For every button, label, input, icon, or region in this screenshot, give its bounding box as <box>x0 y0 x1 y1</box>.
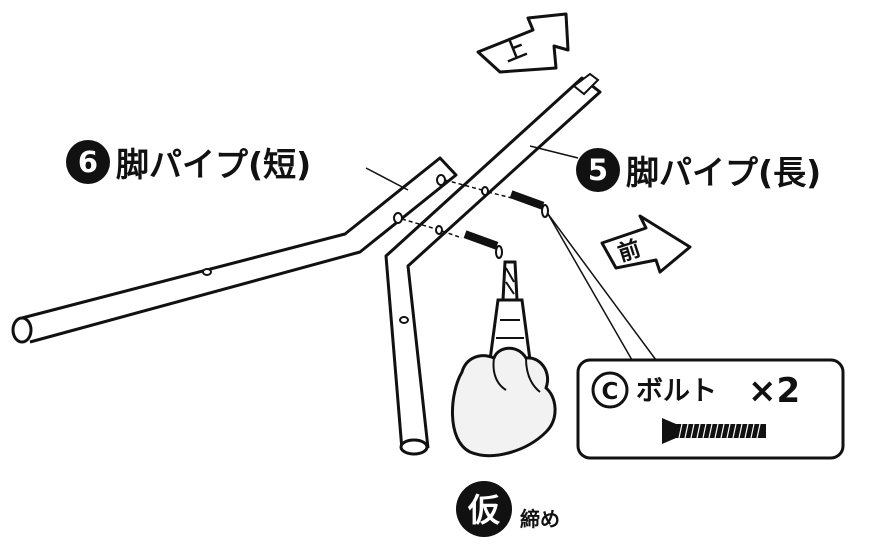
bolt-name: ボルト <box>636 376 717 407</box>
short-pipe-number: 6 <box>78 145 98 179</box>
bolt-upper <box>509 190 549 218</box>
leader-lines <box>365 145 657 361</box>
up-direction-arrow: 上 <box>476 12 570 74</box>
tightening-label: 締め <box>520 507 560 531</box>
long-pipe-label: 5 脚パイプ(長) <box>576 148 821 192</box>
short-pipe-name: 脚パイプ(短) <box>116 145 311 184</box>
bolt-callout: C ボルト ×2 <box>576 358 845 460</box>
bolt-quantity: ×2 <box>748 371 800 411</box>
short-leg-pipe <box>11 156 458 344</box>
long-pipe-hole <box>399 316 409 324</box>
temporary-tightening-step: 仮 締め <box>456 481 560 537</box>
long-pipe-number: 5 <box>588 153 608 187</box>
short-pipe-hole <box>202 268 212 276</box>
screwdriver-icon <box>488 260 532 362</box>
long-pipe-hole <box>481 186 489 196</box>
short-pipe-label: 6 脚パイプ(短) <box>66 140 311 184</box>
short-pipe-hole <box>393 212 403 224</box>
bolt-icon <box>662 418 766 444</box>
front-direction-arrow: 前 <box>600 214 692 274</box>
short-pipe-end <box>11 316 33 344</box>
hand-icon <box>451 346 557 457</box>
long-pipe-name: 脚パイプ(長) <box>626 153 821 192</box>
temporary-badge: 仮 <box>467 491 501 529</box>
bolt-lower <box>463 230 503 259</box>
long-pipe-top-end <box>572 72 600 96</box>
bolt-letter: C <box>602 379 619 405</box>
long-pipe-hole <box>435 225 443 235</box>
long-leg-pipe <box>384 72 602 456</box>
long-pipe-end <box>399 438 429 456</box>
hole-alignment-guides <box>401 179 513 239</box>
short-pipe-hole <box>436 174 446 186</box>
